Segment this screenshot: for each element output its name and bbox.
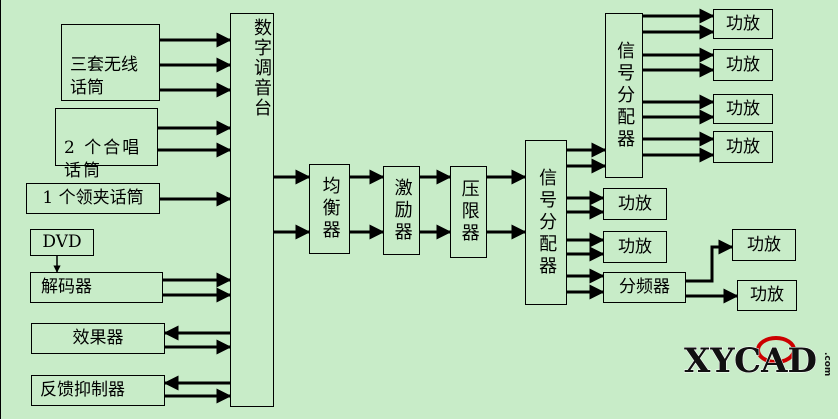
signal-splitter-top-label: 信号分配器: [614, 40, 636, 151]
decoder-box: 解码器: [30, 272, 163, 303]
feedback-suppressor-label: 反馈抑制器: [40, 380, 125, 401]
xycad-logo: XYCAD .com: [684, 334, 834, 384]
lavalier-mic-label: 1 个领夹话筒: [42, 188, 144, 209]
decoder-label: 解码器: [41, 277, 92, 298]
wire-xover-amp7: [686, 239, 734, 283]
wireless-mics-label: 三套无线 话筒: [70, 54, 138, 98]
dvd-label: DVD: [42, 232, 82, 253]
exciter-label: 激励器: [391, 177, 413, 244]
exciter-box: 激励器: [383, 166, 420, 255]
lavalier-mic-box: 1 个领夹话筒: [26, 183, 160, 214]
amp-1: 功放: [713, 9, 773, 39]
amp-label: 功放: [750, 285, 784, 306]
amp-label: 功放: [618, 236, 652, 257]
effects-label: 效果器: [72, 328, 124, 349]
logo-swoosh: [756, 336, 796, 364]
amp-label: 功放: [726, 136, 760, 157]
signal-splitter-top-box: 信号分配器: [605, 13, 643, 178]
dvd-box: DVD: [30, 229, 94, 256]
amp-label: 功放: [618, 193, 652, 214]
limiter-label: 压限器: [458, 179, 480, 245]
effects-box: 效果器: [31, 323, 165, 354]
amp-6: 功放: [603, 231, 667, 263]
amp-label: 功放: [726, 98, 760, 119]
amp-label: 功放: [747, 234, 781, 255]
wireless-mics-box: 三套无线 话筒: [61, 24, 160, 101]
logo-suffix: .com: [822, 352, 832, 376]
amp-8: 功放: [737, 280, 797, 311]
chorus-mics-box: 2 个合唱 话筒: [55, 108, 158, 181]
chorus-mics-label: 2 个合唱 话筒: [64, 137, 142, 181]
amp-3: 功放: [713, 94, 773, 124]
amp-2: 功放: [713, 49, 773, 81]
amp-4: 功放: [713, 131, 773, 163]
signal-splitter-main-box: 信号分配器: [525, 140, 567, 305]
amp-label: 功放: [726, 54, 760, 75]
digital-mixer-box: 数字调音台: [230, 13, 274, 407]
amp-5: 功放: [603, 188, 667, 220]
logo-text: XYCAD: [684, 341, 817, 381]
amp-label: 功放: [726, 13, 760, 34]
limiter-box: 压限器: [450, 166, 487, 258]
digital-mixer-label: 数字调音台: [251, 18, 272, 118]
crossover-box: 分频器: [603, 272, 686, 303]
logo-graphic: XYCAD .com: [684, 336, 832, 382]
left-edge-line: [0, 0, 1, 419]
equalizer-label: 均衡器: [319, 176, 341, 242]
amp-7: 功放: [732, 229, 796, 261]
crossover-label: 分频器: [619, 277, 670, 298]
signal-splitter-main-label: 信号分配器: [536, 167, 558, 278]
feedback-suppressor-box: 反馈抑制器: [31, 375, 165, 406]
equalizer-box: 均衡器: [309, 164, 350, 254]
